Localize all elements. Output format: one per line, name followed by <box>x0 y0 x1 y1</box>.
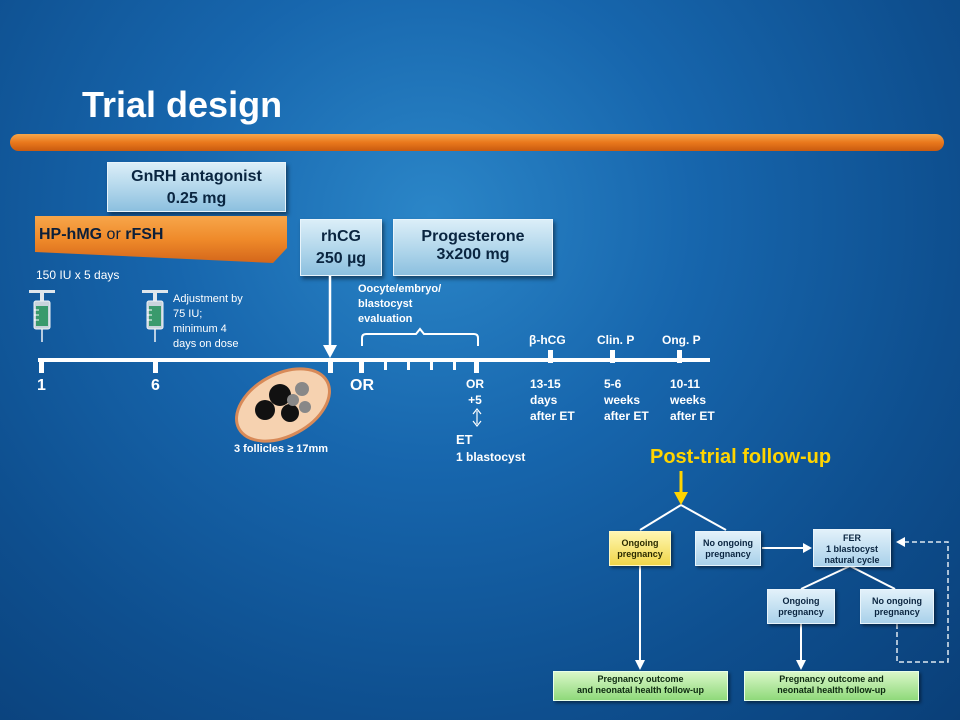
evaluation-brace <box>361 327 479 346</box>
stimulation-label: HP-hMG or rFSH <box>39 226 163 244</box>
fer-box: FER 1 blastocyst natural cycle <box>813 529 891 567</box>
syringe-icon <box>142 290 168 342</box>
adjustment-line-4: days on dose <box>173 338 239 350</box>
fer-arrow-head <box>803 543 812 553</box>
no-ongoing2-line-2: pregnancy <box>874 607 920 617</box>
ongoing-timing-1: 10-11 <box>670 377 701 391</box>
fer-line-3: natural cycle <box>824 555 880 565</box>
clinical-timing: 5-6 weeks after ET <box>604 376 649 424</box>
ongoing-timing-2: weeks <box>670 393 707 407</box>
evaluation-line-3: evaluation <box>358 313 413 325</box>
timeline-ticks <box>39 350 682 373</box>
hmg-label: HP-hMG <box>39 226 103 243</box>
progesterone-box: Progesterone 3x200 mg <box>393 219 553 276</box>
hcg-timing-2: days <box>530 393 558 407</box>
rhcg-label: rhCG <box>321 228 361 245</box>
rfsh-label: rFSH <box>125 226 164 243</box>
outcome2-line-1: Pregnancy outcome and <box>779 674 884 684</box>
outcome2-arrow-head <box>796 660 806 670</box>
ongoing2-line-2: pregnancy <box>778 607 824 617</box>
adjustment-line-3: minimum 4 <box>173 323 227 335</box>
dose-note: 150 IU x 5 days <box>36 268 120 282</box>
rhcg-box: rhCG 250 µg <box>300 219 382 276</box>
gnrh-dose: 0.25 mg <box>166 190 227 207</box>
ongoing-timing-3: after ET <box>670 409 715 423</box>
fer-repeat-loop <box>896 541 949 663</box>
clinical-timing-1: 5-6 <box>604 377 622 391</box>
gnrh-antagonist-box: GnRH antagonist 0.25 mg <box>107 162 286 212</box>
clinical-pregnancy-label: Clin. P <box>597 333 635 347</box>
syringe-icon <box>29 290 55 342</box>
stimulation-band <box>35 216 287 263</box>
clinical-timing-2: weeks <box>604 393 641 407</box>
et-label: ET <box>456 432 473 447</box>
outcome1-arrow-head <box>635 660 645 670</box>
adjustment-line-1: Adjustment by <box>173 293 243 305</box>
gnrh-label: GnRH antagonist <box>131 168 262 185</box>
evaluation-line-1: Oocyte/embryo/ <box>358 283 442 295</box>
fer-line-1: FER <box>843 533 861 543</box>
hcg-label: β-hCG <box>529 333 566 347</box>
or-word: or <box>102 226 126 243</box>
outcome-followup-box-1: Pregnancy outcome and neonatal health fo… <box>553 671 728 701</box>
ongoing-pregnancy-label: Ong. P <box>662 333 701 347</box>
no-ongoing-pregnancy-box: No ongoing pregnancy <box>695 531 761 566</box>
no-ongoing-line-1: No ongoing <box>703 538 753 548</box>
adjustment-line-2: 75 IU; <box>173 308 203 320</box>
followup-title: Post-trial follow-up <box>650 446 832 468</box>
no-ongoing2-line-1: No ongoing <box>872 596 922 606</box>
fer-line-2: 1 blastocyst <box>825 544 879 554</box>
ovary-icon <box>235 367 331 443</box>
evaluation-note: Oocyte/embryo/ blastocyst evaluation <box>358 282 441 327</box>
page-title: Trial design <box>82 84 283 125</box>
oocyte-retrieval-label: OR <box>350 377 374 394</box>
progesterone-label: Progesterone <box>421 228 525 245</box>
ongoing-pregnancy-fer-box: Ongoing pregnancy <box>767 589 835 624</box>
or-plus-line-1: OR <box>466 377 484 391</box>
followup-connectors <box>639 504 896 662</box>
ongoing-pregnancy-box: Ongoing pregnancy <box>609 531 671 566</box>
progesterone-dose: 3x200 mg <box>436 246 510 263</box>
day-6-label: 6 <box>151 377 160 394</box>
or-plus-5-label: OR +5 <box>466 376 484 408</box>
et-sub-label: 1 blastocyst <box>456 450 526 464</box>
hcg-timing-1: 13-15 <box>530 377 561 391</box>
ongoing-line-2: pregnancy <box>617 549 663 559</box>
no-ongoing-line-2: pregnancy <box>705 549 751 559</box>
or-plus-line-2: +5 <box>468 393 482 407</box>
hcg-timing-3: after ET <box>530 409 575 423</box>
clinical-timing-3: after ET <box>604 409 649 423</box>
outcome1-line-1: Pregnancy outcome <box>597 674 684 684</box>
title-underline-bar <box>10 134 944 151</box>
no-ongoing-pregnancy-fer-box: No ongoing pregnancy <box>860 589 934 624</box>
hcg-timing: 13-15 days after ET <box>530 376 575 424</box>
evaluation-line-2: blastocyst <box>358 298 413 310</box>
ongoing-line-1: Ongoing <box>621 538 659 548</box>
outcome1-line-2: and neonatal health follow-up <box>577 685 704 695</box>
ongoing-timing: 10-11 weeks after ET <box>670 376 715 424</box>
rhcg-dose: 250 µg <box>315 250 367 267</box>
rhcg-arrow-head <box>323 345 337 358</box>
follicles-note: 3 follicles ≥ 17mm <box>234 443 329 455</box>
ongoing2-line-1: Ongoing <box>782 596 820 606</box>
outcome2-line-2: neonatal health follow-up <box>777 685 886 695</box>
outcome-followup-box-2: Pregnancy outcome and neonatal health fo… <box>744 671 919 701</box>
adjustment-note: Adjustment by 75 IU; minimum 4 days on d… <box>173 292 243 352</box>
day-1-label: 1 <box>37 377 46 394</box>
